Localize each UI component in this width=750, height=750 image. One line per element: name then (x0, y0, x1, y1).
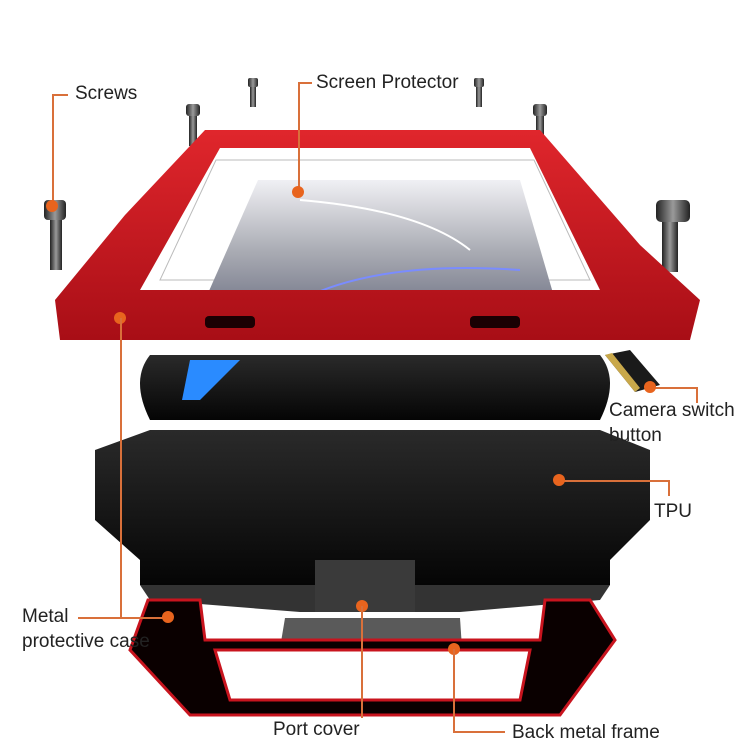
marker-screws (46, 200, 58, 212)
leader-back-frame-h (453, 731, 505, 733)
leader-tpu-v (668, 480, 670, 496)
label-camera-switch-1: Camera switch (609, 400, 735, 421)
label-screen-protector: Screen Protector (316, 72, 459, 93)
label-screws: Screws (75, 83, 138, 104)
marker-metal-case (162, 611, 174, 623)
screen-protector (205, 180, 555, 300)
marker-tpu (553, 474, 565, 486)
label-metal-case-1: Metal (22, 606, 69, 627)
leader-tpu-h (560, 480, 670, 482)
leader-camera-v (696, 387, 698, 403)
label-tpu: TPU (654, 501, 692, 522)
phone-body (140, 355, 610, 420)
leader-screen-h (298, 82, 312, 84)
marker-screen-protector (292, 186, 304, 198)
leader-port-cover-v (361, 606, 363, 718)
label-metal-case-2: protective case (22, 631, 150, 652)
leader-back-frame-v (453, 649, 455, 732)
tpu-layer (95, 430, 650, 585)
leader-screws-h (52, 94, 68, 96)
leader-metal-case-v (120, 318, 122, 617)
marker-camera-switch (644, 381, 656, 393)
label-back-metal-frame: Back metal frame (512, 722, 660, 743)
leader-screws-v (52, 94, 54, 206)
back-metal-frame (128, 598, 617, 717)
label-port-cover: Port cover (273, 719, 360, 740)
label-camera-switch-2: button (609, 425, 662, 446)
leader-metal-case-h (78, 617, 168, 619)
leader-camera-h (652, 387, 698, 389)
leader-screen-v (298, 82, 300, 190)
